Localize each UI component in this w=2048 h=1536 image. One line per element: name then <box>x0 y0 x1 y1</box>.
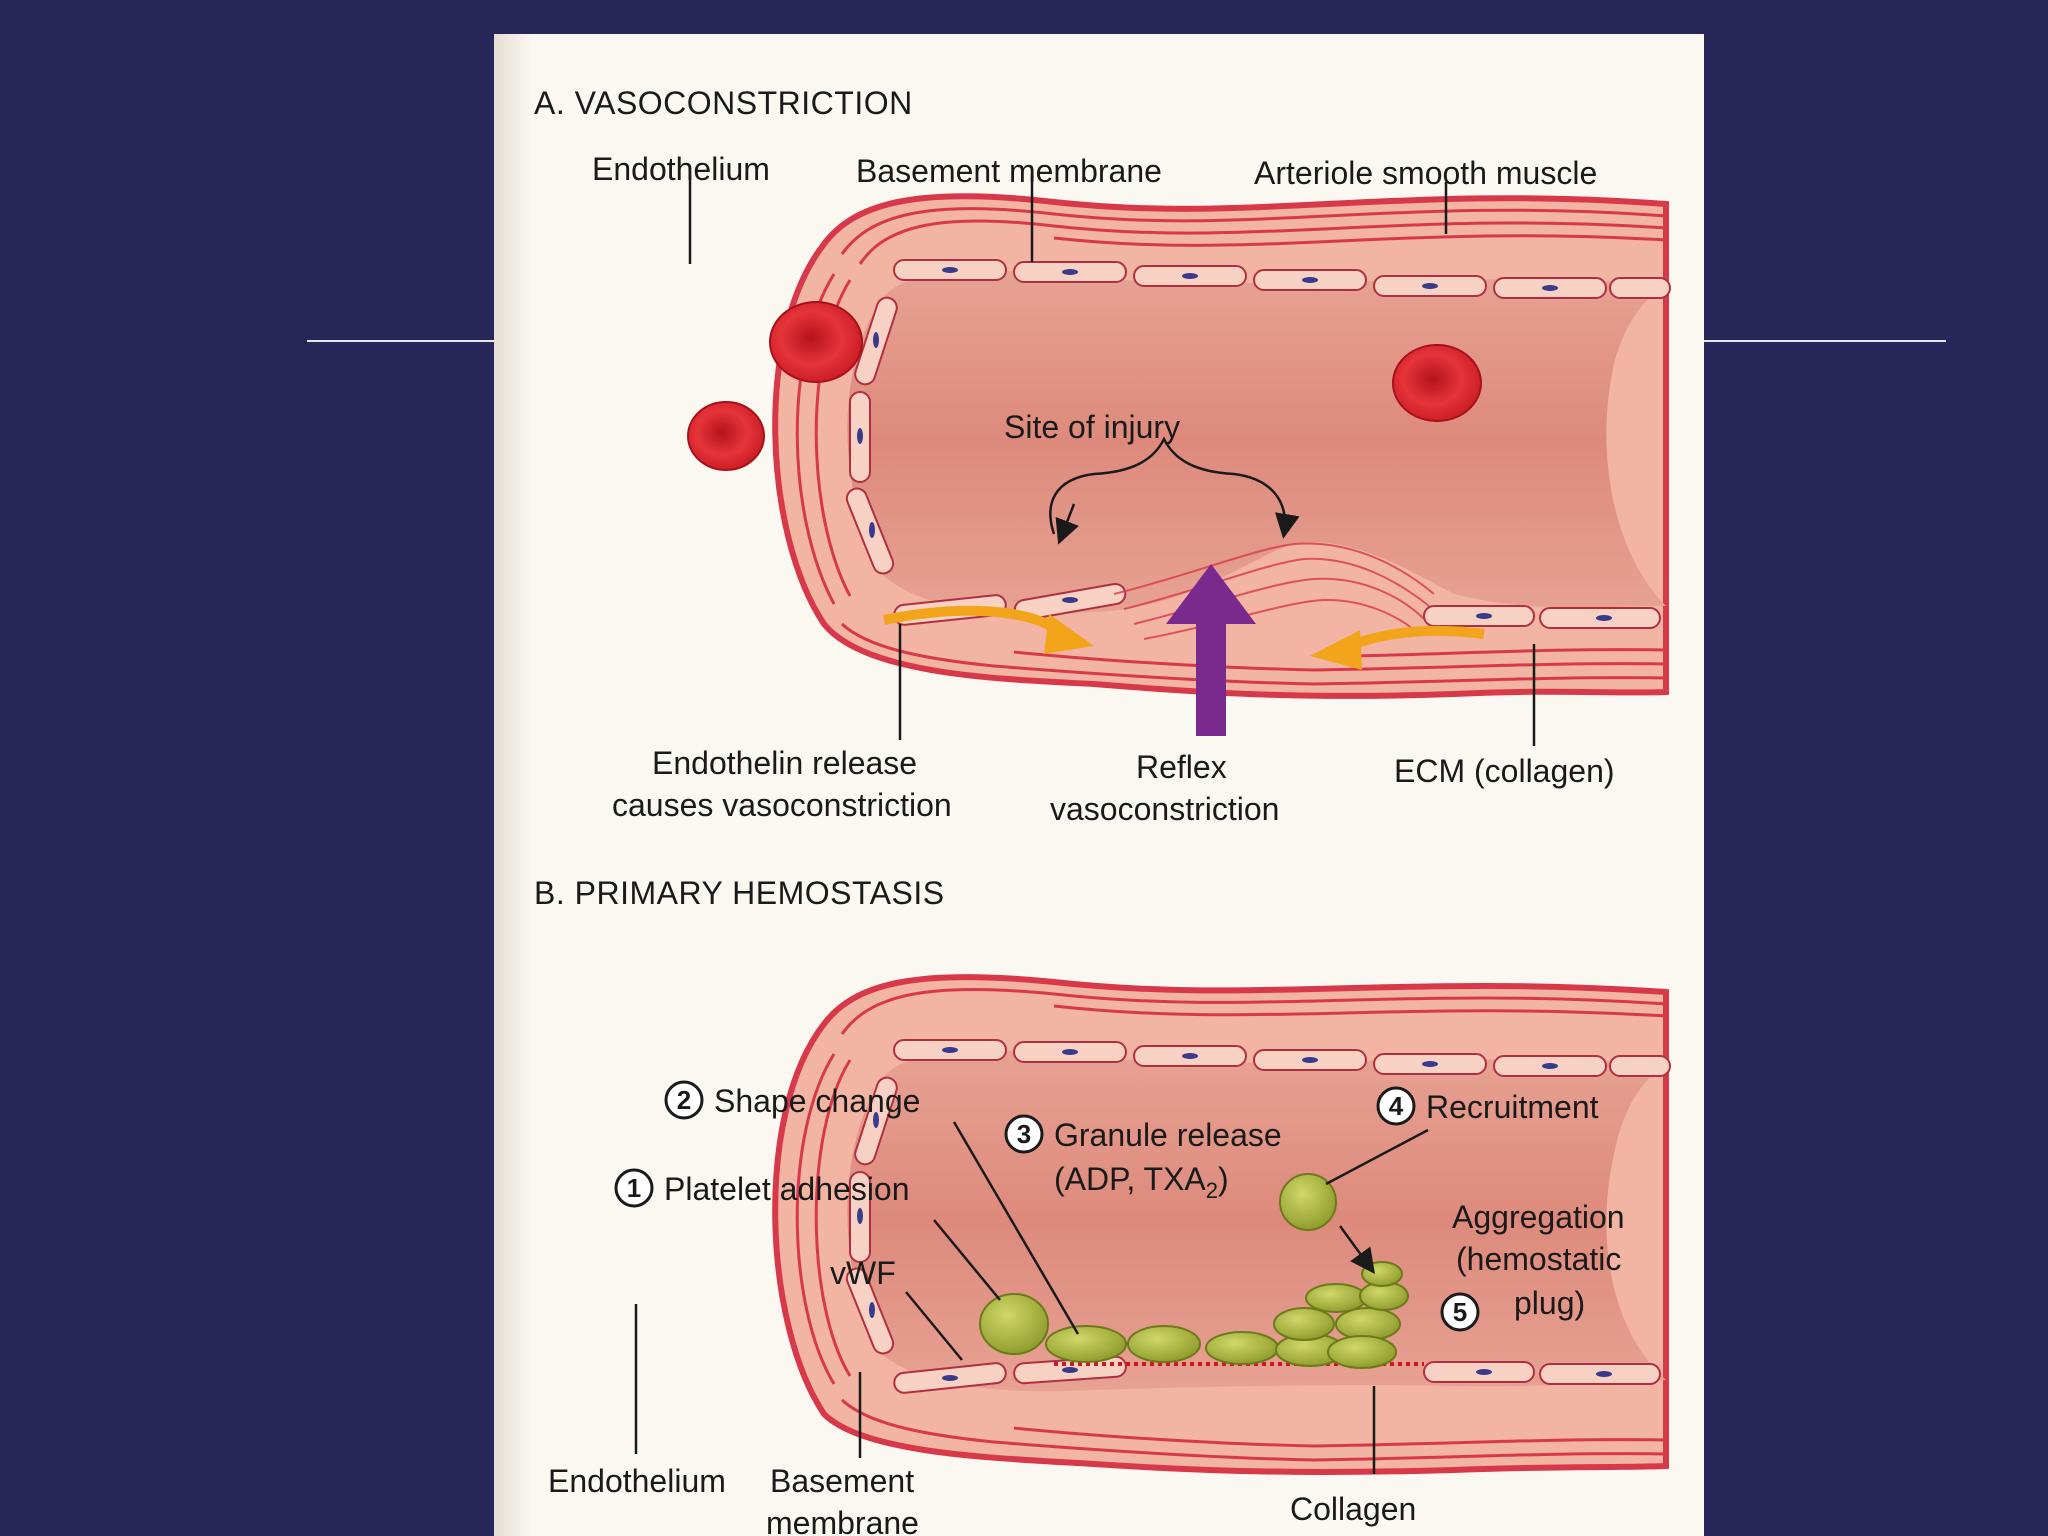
leader-vwf <box>905 1291 963 1361</box>
platelet <box>1305 1283 1367 1313</box>
label-ecm-collagen: ECM (collagen) <box>1394 753 1615 789</box>
platelet <box>1273 1307 1335 1341</box>
step-5-line3: plug) <box>1514 1285 1585 1321</box>
endothelial-nuclei-b-left <box>857 1112 879 1318</box>
recruitment-arrow <box>1338 1225 1375 1275</box>
slide-rule-left <box>307 340 497 342</box>
label-basement-line2: membrane <box>766 1505 919 1536</box>
hemostasis-diagram: A. VASOCONSTRICTION Endothelium Basement… <box>534 85 1671 1536</box>
label-reflex-line1: Reflex <box>1136 749 1227 785</box>
vessel-a-endothelium-top <box>644 272 754 290</box>
panel-a-heading: A. VASOCONSTRICTION <box>534 85 913 121</box>
site-of-injury-brace <box>1049 436 1300 539</box>
platelet-plug <box>979 1173 1409 1369</box>
recruited-platelet <box>1279 1173 1337 1231</box>
step-2-shape-change: 2 Shape change <box>664 1080 920 1120</box>
step-1-number: 1 <box>627 1173 641 1203</box>
panel-page-shade <box>494 34 532 1536</box>
step-3-granule-release: 3 Granule release (ADP, TXA2) <box>1004 1114 1282 1203</box>
label-endothelium-a: Endothelium <box>592 151 770 187</box>
leader-recruitment <box>1325 1128 1429 1186</box>
step-4-label: Recruitment <box>1426 1089 1599 1125</box>
diagram-panel: A. VASOCONSTRICTION Endothelium Basement… <box>494 34 1704 1536</box>
label-collagen-b: Collagen <box>1290 1491 1416 1527</box>
endothelial-nuclei-a-top <box>942 267 1558 291</box>
endothelial-nuclei-a-left <box>857 332 879 538</box>
label-reflex-line2: vasoconstriction <box>1050 791 1279 827</box>
step-3-label-line2: (ADP, TXA2) <box>1054 1161 1229 1203</box>
step-4-recruitment: 4 Recruitment <box>1376 1086 1599 1126</box>
platelet <box>1045 1325 1127 1363</box>
step-2-number: 2 <box>677 1085 691 1115</box>
reflex-purple-arrow <box>1166 564 1256 736</box>
step-1-label: Platelet adhesion <box>664 1171 910 1207</box>
platelet <box>979 1293 1049 1355</box>
site-of-injury-brace-left-arrow <box>1055 503 1079 545</box>
slide-rule-right <box>1703 340 1946 342</box>
label-endothelin-line1: Endothelin release <box>652 745 917 781</box>
red-blood-cells-a <box>687 301 1482 471</box>
endothelial-nuclei-b-bottom <box>942 1367 1612 1381</box>
step-3-label-line1: Granule release <box>1054 1117 1282 1153</box>
rbc <box>687 401 765 471</box>
rbc <box>769 301 863 383</box>
label-arteriole-smooth-muscle: Arteriole smooth muscle <box>1254 155 1597 191</box>
label-endothelin-line2: causes vasoconstriction <box>612 787 952 823</box>
platelet <box>1327 1335 1397 1369</box>
leader-shape-change <box>952 1121 1080 1335</box>
label-vwf: vWF <box>830 1255 896 1291</box>
step-5-aggregation: Aggregation (hemostatic 5 plug) <box>1440 1199 1625 1332</box>
platelet <box>1205 1331 1279 1365</box>
step-5-line1: Aggregation <box>1452 1199 1625 1235</box>
panel-b-primary-hemostasis: B. PRIMARY HEMOSTASIS 2 Shape change 1 P… <box>534 875 1671 1536</box>
label-basement-membrane-a: Basement membrane <box>856 153 1162 189</box>
vessel-b-smooth-muscle-layer <box>795 987 1667 1462</box>
step-4-number: 4 <box>1389 1091 1404 1121</box>
platelet <box>1127 1325 1201 1363</box>
step-2-label: Shape change <box>714 1083 920 1119</box>
leader-platelet-adhesion <box>933 1219 1001 1301</box>
panel-a-vasoconstriction: A. VASOCONSTRICTION Endothelium Basement… <box>534 85 1671 827</box>
step-1-platelet-adhesion: 1 Platelet adhesion <box>614 1168 910 1208</box>
label-endothelium-b: Endothelium <box>548 1463 726 1499</box>
endothelial-nuclei-b-top <box>942 1047 1558 1069</box>
step-5-line2: (hemostatic <box>1456 1241 1621 1277</box>
rbc <box>1392 344 1482 422</box>
panel-b-heading: B. PRIMARY HEMOSTASIS <box>534 875 945 911</box>
label-basement-line1: Basement <box>770 1463 914 1499</box>
step-3-number: 3 <box>1017 1119 1031 1149</box>
platelet <box>1335 1307 1401 1341</box>
step-5-number: 5 <box>1453 1297 1467 1327</box>
label-site-of-injury: Site of injury <box>1004 409 1180 445</box>
